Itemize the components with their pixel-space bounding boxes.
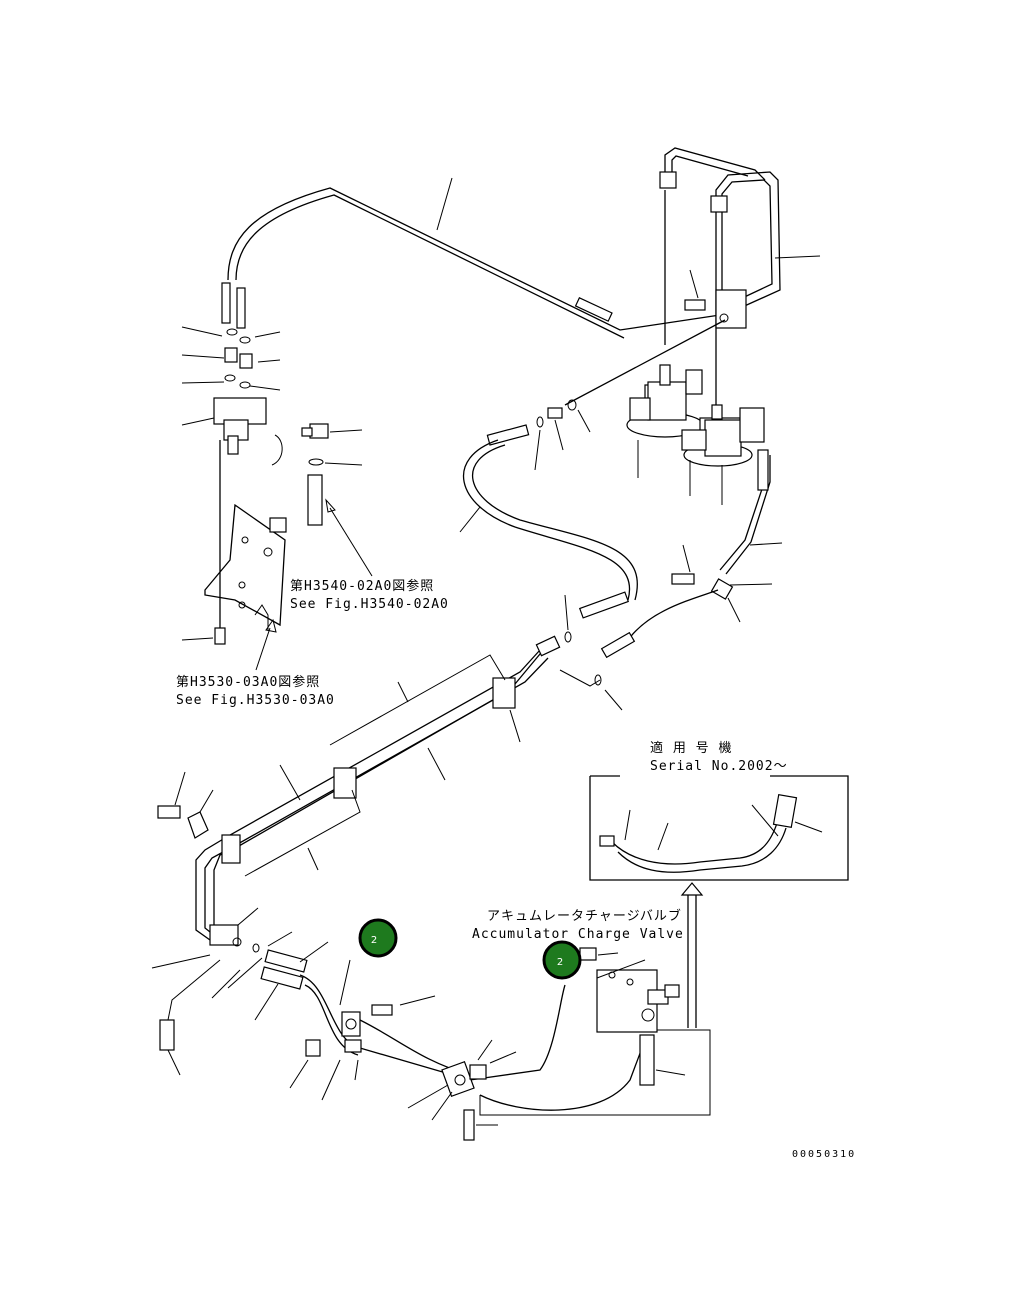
top-hose (227, 177, 721, 339)
serial-label-jp: 適 用 号 機 (650, 740, 732, 756)
ref-h3540-jp: 第H3540-02A0図参照 (290, 578, 434, 594)
ref-h3530-jp: 第H3530-03A0図参照 (176, 674, 320, 690)
accumulator-label-en: Accumulator Charge Valve (472, 927, 684, 942)
accumulator-label-jp: アキュムレータチャージバルブ (487, 908, 682, 924)
accumulator-valve (579, 947, 680, 1033)
left-small-parts (151, 771, 259, 1076)
filter-assemblies (626, 364, 765, 505)
bracket-plate (181, 503, 287, 645)
hotspot-badge[interactable]: 2 (542, 940, 582, 980)
drawing-number: 00050310 (792, 1149, 856, 1160)
reference-arrows (255, 498, 373, 671)
middle-hoses (459, 439, 783, 659)
left-valve-stack (181, 282, 363, 630)
ref-h3540-en: See Fig.H3540-02A0 (290, 597, 449, 612)
ref-h3530-en: See Fig.H3530-03A0 (176, 693, 335, 708)
hotspot-badge[interactable]: 2 (358, 918, 398, 958)
hotspot-badge-label: 2 (557, 957, 563, 968)
top-right-pipes (659, 147, 821, 420)
hotspot-badge-label: 2 (371, 935, 377, 946)
serial-inset (589, 775, 849, 1028)
double-pipe-assembly (195, 635, 623, 947)
serial-label-en: Serial No.2002～ (650, 759, 788, 774)
bottom-hoses (227, 931, 711, 1141)
